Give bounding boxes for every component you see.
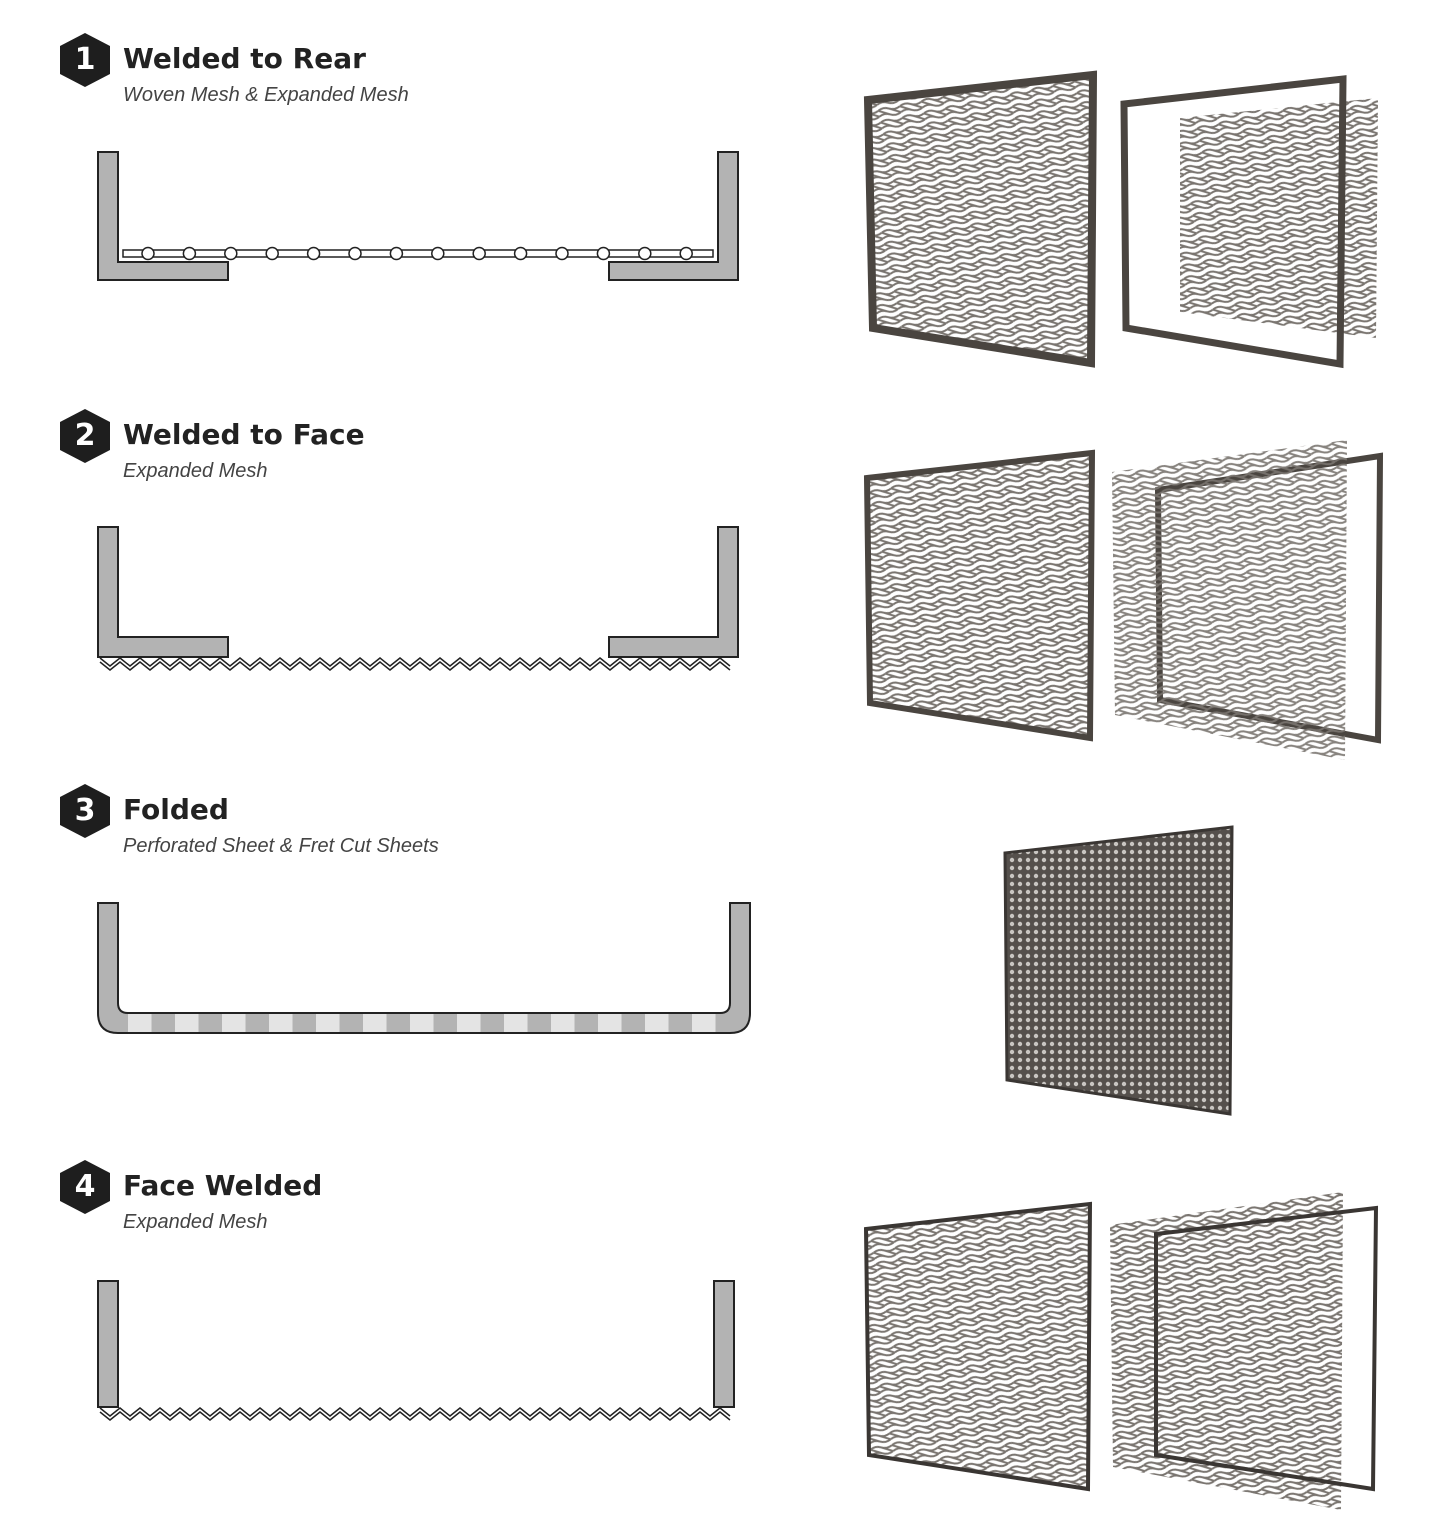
hexagon-icon	[60, 33, 110, 87]
cross-section-folded	[97, 902, 751, 1034]
folded-sheet-profile	[97, 902, 751, 1034]
render-welded-to-rear	[863, 70, 1378, 369]
render-welded-to-face	[863, 440, 1384, 760]
expanded-mesh-profile	[99, 657, 731, 671]
right-angle-profile	[608, 151, 739, 281]
woven-mesh-strip	[122, 249, 714, 258]
hexagon-icon	[60, 409, 110, 463]
left-angle-profile	[97, 151, 229, 281]
cross-section-welded-to-rear	[97, 151, 739, 281]
step-badge: 3	[60, 784, 110, 838]
perforation	[316, 1014, 340, 1032]
perforation	[457, 1014, 481, 1032]
section-subtitle: Expanded Mesh	[123, 460, 268, 482]
section-face-welded: 4 Face Welded Expanded Mesh	[0, 1127, 1446, 1503]
expanded-mesh-profile	[99, 1407, 731, 1421]
section-subtitle: Expanded Mesh	[123, 1211, 268, 1233]
empty-frame	[1120, 75, 1347, 369]
loose-mesh-sheet	[1110, 1192, 1343, 1510]
step-badge: 2	[60, 409, 110, 463]
right-angle-profile	[608, 526, 739, 658]
wire-cross-section	[555, 246, 569, 261]
perforation	[598, 1014, 622, 1032]
section-title: Welded to Rear	[123, 42, 366, 75]
wire-cross-section	[182, 246, 197, 261]
wire-cross-section	[431, 246, 445, 261]
perforation	[269, 1014, 293, 1032]
hexagon-icon	[60, 1160, 110, 1214]
wire-cross-section	[348, 246, 362, 261]
loose-mesh-sheet	[1112, 440, 1347, 760]
empty-frame	[1154, 1205, 1379, 1492]
render-face-welded	[863, 1192, 1379, 1510]
wire-cross-section	[224, 246, 238, 261]
section-subtitle: Woven Mesh & Expanded Mesh	[123, 84, 409, 106]
perforation	[222, 1014, 246, 1032]
section-welded-to-face: 2 Welded to Face Expanded Mesh	[0, 376, 1446, 752]
hexagon-icon	[60, 784, 110, 838]
perforation	[692, 1014, 716, 1032]
step-badge: 4	[60, 1160, 110, 1214]
step-number: 1	[74, 42, 96, 77]
wire-cross-section	[472, 246, 486, 261]
perforation	[551, 1014, 575, 1032]
wire-cross-section	[679, 246, 693, 261]
step-number: 3	[74, 793, 96, 828]
section-title: Welded to Face	[123, 418, 365, 451]
left-flat-bar	[97, 1280, 119, 1408]
wire-cross-section	[638, 246, 652, 261]
perforation	[175, 1014, 199, 1032]
framed-mesh-panel	[863, 70, 1098, 368]
perforation	[645, 1014, 669, 1032]
wire-cross-section	[265, 246, 279, 261]
section-folded: 3 Folded Perforated Sheet & Fret Cut She…	[0, 751, 1446, 1127]
wire-cross-section	[389, 246, 404, 261]
framed-mesh-panel	[863, 449, 1096, 742]
section-title: Folded	[123, 793, 229, 826]
framed-mesh-panel	[863, 1201, 1093, 1492]
left-angle-profile	[97, 526, 229, 658]
wire-cross-section	[596, 246, 611, 261]
loose-mesh-sheet	[1180, 98, 1378, 338]
wire-cross-section	[141, 246, 155, 261]
render-folded	[1003, 825, 1234, 1116]
right-flat-bar	[713, 1280, 735, 1408]
perforation	[504, 1014, 528, 1032]
step-badge: 1	[60, 33, 110, 87]
step-number: 2	[74, 418, 96, 453]
cross-section-face-welded	[97, 1280, 735, 1421]
perforation	[128, 1014, 152, 1032]
section-subtitle: Perforated Sheet & Fret Cut Sheets	[123, 835, 439, 857]
perforation	[410, 1014, 434, 1032]
section-welded-to-rear: 1 Welded to Rear Woven Mesh & Expanded M…	[0, 0, 1446, 376]
wire-cross-section	[306, 246, 321, 261]
cross-section-welded-to-face	[97, 526, 739, 671]
section-title: Face Welded	[123, 1169, 323, 1202]
perforated-panel	[1003, 825, 1234, 1116]
wire-cross-section	[513, 246, 528, 261]
perforation	[363, 1014, 387, 1032]
step-number: 4	[74, 1169, 96, 1204]
